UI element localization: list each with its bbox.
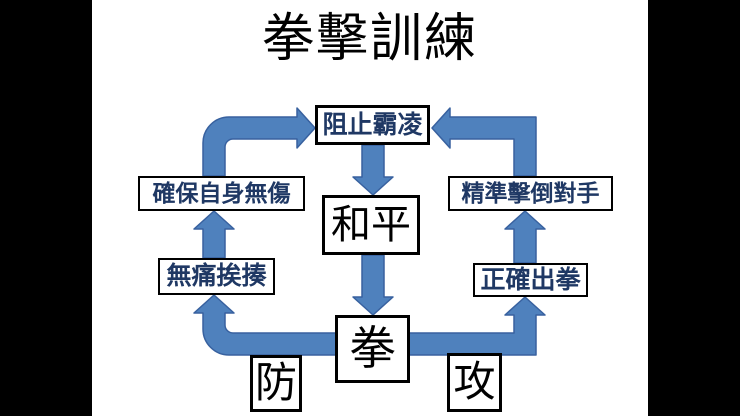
node-attack-label: 攻	[447, 353, 502, 412]
slide-title: 拳擊訓練	[261, 11, 478, 68]
node-precise-knockdown: 精準擊倒對手	[448, 176, 613, 211]
letterbox-right	[648, 0, 740, 416]
slide-canvas: 拳擊訓練 阻止霸凌 和平 確保自身無傷 無痛挨揍 精準擊倒對手 正確出拳 拳 防…	[92, 0, 648, 416]
cycle-arrows	[193, 107, 546, 356]
arrow-correct-to-precise	[504, 210, 546, 264]
letterbox-left	[0, 0, 92, 416]
arrow-precise-to-stop	[431, 107, 537, 177]
arrow-painless-to-ensure	[193, 210, 235, 259]
node-defense-label: 防	[250, 355, 302, 412]
node-peace: 和平	[322, 195, 420, 255]
node-painless-beating: 無痛挨揍	[158, 258, 275, 295]
arrow-fist-to-correct	[406, 296, 546, 356]
arrow-stop-to-peace	[352, 144, 394, 196]
node-correct-punch: 正確出拳	[473, 263, 588, 297]
node-stop-bullying: 阻止霸凌	[315, 105, 430, 145]
arrow-peace-to-fist	[352, 254, 394, 316]
node-fist: 拳	[335, 315, 410, 383]
arrow-fist-to-painless	[193, 294, 339, 356]
arrow-ensure-to-stop	[202, 107, 316, 177]
node-ensure-self-unhurt: 確保自身無傷	[138, 176, 305, 211]
